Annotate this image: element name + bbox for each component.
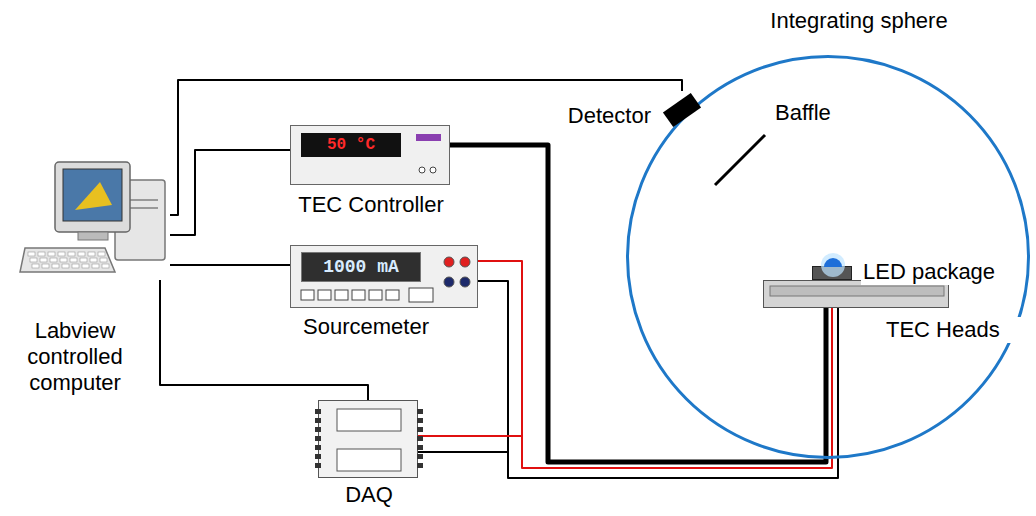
monitor-stand <box>78 232 108 240</box>
detector-drawing <box>661 91 703 129</box>
terminal <box>460 277 470 287</box>
wire-connector <box>170 150 290 235</box>
key <box>80 258 87 262</box>
button <box>301 290 314 300</box>
button <box>318 290 331 300</box>
screw-terminal <box>315 463 321 468</box>
key <box>90 258 97 262</box>
tec-head-details <box>764 281 950 309</box>
key <box>52 264 59 268</box>
computer-drawing <box>20 160 170 280</box>
screw-terminal <box>417 409 423 414</box>
detector-label: Detector <box>526 103 651 129</box>
wire <box>170 150 290 235</box>
knob <box>430 167 436 173</box>
key <box>32 264 39 268</box>
display-readout: 1000 mA <box>301 252 421 282</box>
screw-terminal <box>417 454 423 459</box>
screw-terminal <box>315 436 321 441</box>
wire-connector <box>418 436 522 452</box>
key <box>28 252 35 256</box>
knob <box>419 167 425 173</box>
key <box>78 252 85 256</box>
tec-controller: TEC Controller50 °C <box>290 125 450 185</box>
terminal <box>444 277 454 287</box>
tec-heads-label: TEC Heads <box>884 317 1028 343</box>
monitor-screen <box>63 169 122 221</box>
wire <box>418 451 508 453</box>
key <box>98 252 105 256</box>
daq-module <box>337 409 401 431</box>
indicator <box>416 134 441 141</box>
key <box>92 264 99 268</box>
screw-terminal <box>417 418 423 423</box>
daq-details <box>319 401 419 479</box>
wire <box>478 281 838 478</box>
key <box>72 264 79 268</box>
wire-connector <box>170 265 290 266</box>
button <box>369 290 382 300</box>
led-package: LED package <box>812 266 852 280</box>
key <box>70 258 77 262</box>
screw-terminal <box>315 427 321 432</box>
wire <box>170 264 290 266</box>
screw-terminal <box>417 463 423 468</box>
integrating-sphere-label: Integrating sphere <box>709 8 1009 34</box>
key <box>68 252 75 256</box>
key <box>38 252 45 256</box>
detector: Detector <box>661 91 703 129</box>
daq-box: DAQ <box>318 400 418 478</box>
key <box>50 258 57 262</box>
keyboard <box>20 248 115 272</box>
tec-controller-label: TEC Controller <box>271 192 471 218</box>
daq-box-label: DAQ <box>289 482 449 508</box>
key <box>82 264 89 268</box>
led-glow <box>821 253 845 277</box>
key <box>88 252 95 256</box>
wire <box>418 435 522 437</box>
terminal <box>460 257 470 267</box>
led-package-label: LED package <box>861 259 1015 285</box>
screw-terminal <box>315 418 321 423</box>
key <box>58 252 65 256</box>
key <box>42 264 49 268</box>
computer-icon-label: Labview controlled computer <box>0 318 150 396</box>
terminal <box>444 257 454 267</box>
key <box>60 258 67 262</box>
wire-connector <box>160 280 368 400</box>
sourcemeter-label: Sourcemeter <box>251 314 481 340</box>
button <box>409 288 433 302</box>
monitor-frame <box>55 162 130 232</box>
screw-terminal <box>417 427 423 432</box>
screw-terminal <box>315 409 321 414</box>
button <box>386 290 399 300</box>
led-drawing <box>813 267 853 281</box>
sourcemeter: Sourcemeter1000 mA <box>290 245 478 308</box>
key <box>40 258 47 262</box>
key <box>48 252 55 256</box>
wire <box>160 280 368 400</box>
button <box>335 290 348 300</box>
baffle-label: Baffle <box>775 100 831 126</box>
daq-module <box>337 449 401 471</box>
baffle-plate <box>715 135 765 185</box>
computer-icon: Labview controlled computer <box>20 160 170 280</box>
led-dome <box>824 258 842 267</box>
detector-body <box>663 93 701 127</box>
screw-terminal <box>417 445 423 450</box>
key <box>102 264 109 268</box>
screen-graphic <box>75 182 112 210</box>
key <box>62 264 69 268</box>
button <box>352 290 365 300</box>
key <box>100 258 107 262</box>
screw-terminal <box>315 445 321 450</box>
tec-plate <box>770 286 944 296</box>
screw-terminal <box>315 454 321 459</box>
display-readout: 50 °C <box>301 133 401 157</box>
key <box>30 258 37 262</box>
screw-terminal <box>417 436 423 441</box>
